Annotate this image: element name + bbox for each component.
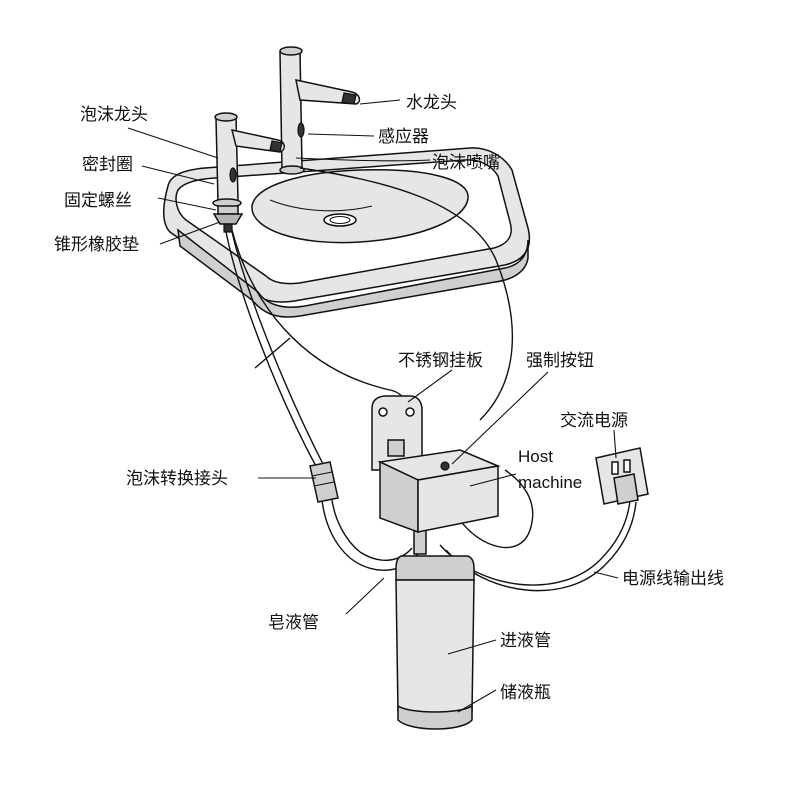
label-foam-nozzle: 泡沫喷嘴 — [432, 153, 500, 173]
label-seal-ring: 密封圈 — [82, 155, 133, 175]
label-water-faucet: 水龙头 — [406, 93, 457, 113]
label-cone-rubber-pad: 锥形橡胶垫 — [54, 235, 139, 255]
label-steel-hanging-plate: 不锈钢挂板 — [398, 351, 483, 371]
label-soap-tube: 皂液管 — [268, 613, 319, 633]
storage-bottle-part — [396, 556, 474, 729]
label-force-button: 强制按钮 — [526, 351, 594, 371]
foam-adapter-part — [310, 462, 338, 502]
label-fixing-screw: 固定螺丝 — [64, 191, 132, 211]
water-faucet — [280, 47, 359, 174]
label-ac-power: 交流电源 — [560, 411, 628, 431]
label-foam-adapter: 泡沫转换接头 — [126, 469, 228, 489]
label-storage-bottle: 储液瓶 — [500, 683, 551, 703]
label-foam-faucet: 泡沫龙头 — [80, 105, 148, 125]
label-sensor: 感应器 — [378, 127, 429, 147]
ac-power-outlet — [596, 448, 648, 504]
label-host-machine-line1: Host — [518, 447, 553, 466]
label-host-machine-line2: machine — [518, 473, 582, 492]
label-power-output-line: 电源线输出线 — [622, 569, 724, 589]
label-inlet-tube: 进液管 — [500, 631, 551, 651]
host-machine-part — [380, 450, 498, 532]
